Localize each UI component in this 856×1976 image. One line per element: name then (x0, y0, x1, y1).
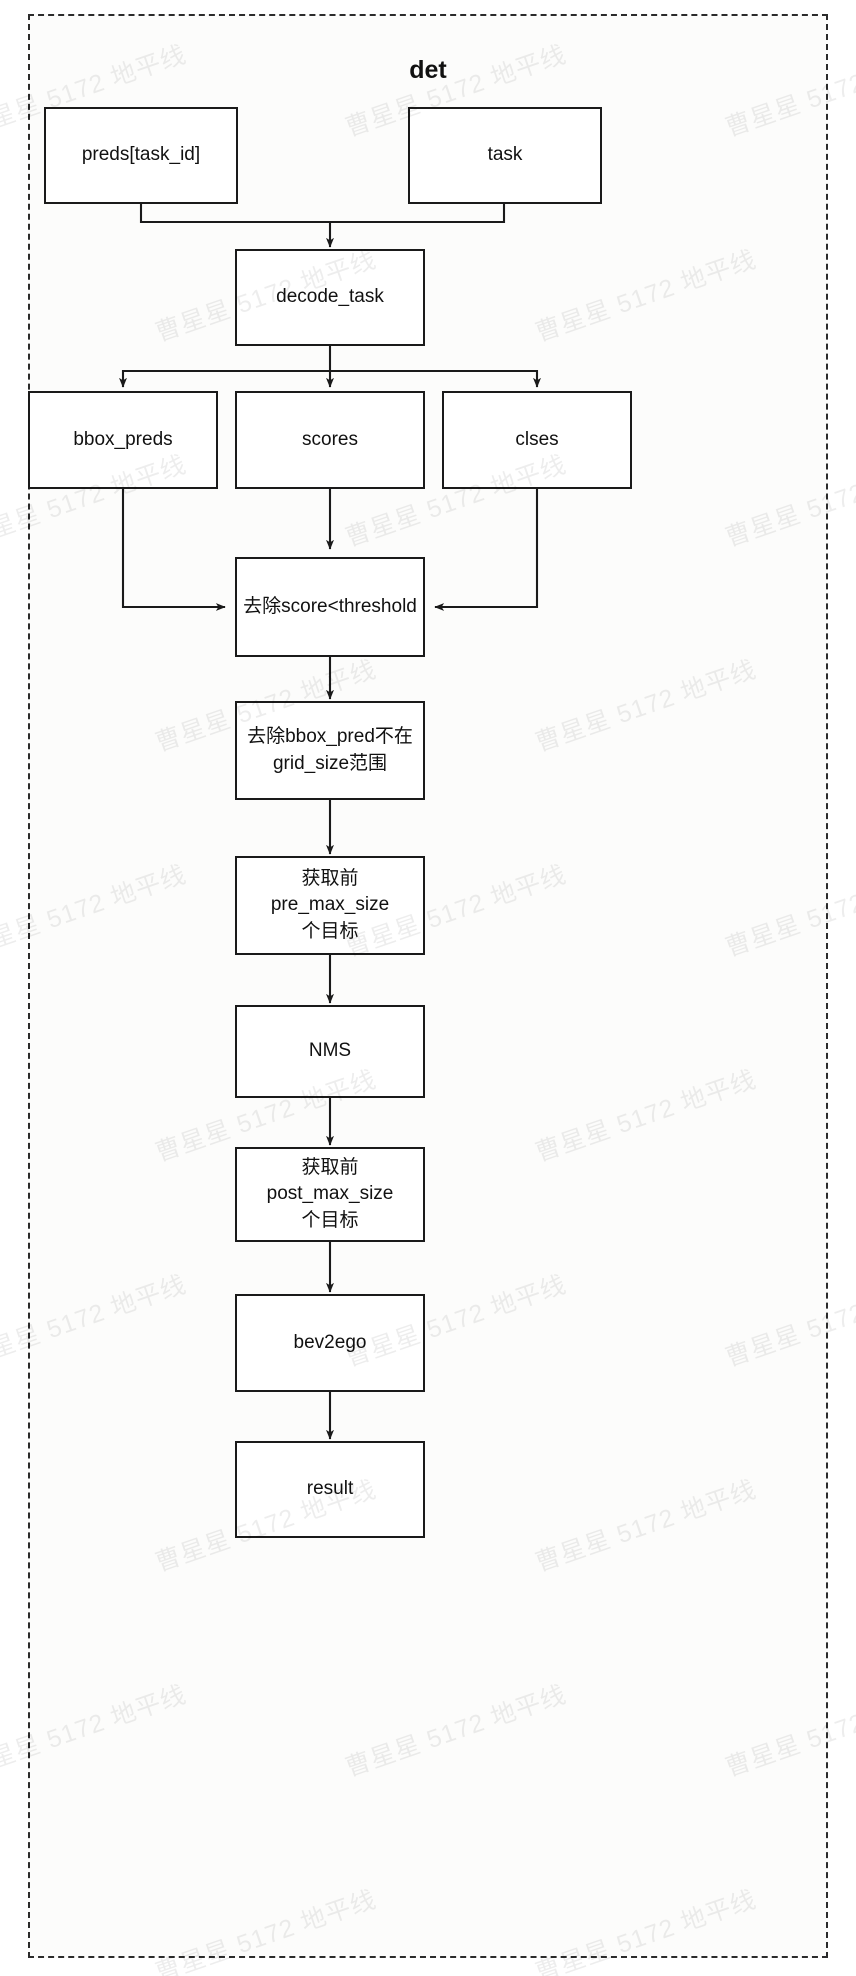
node-remove-bbox-out-of-grid-size[interactable]: 去除bbox_pred不在 grid_size范围 (235, 701, 425, 800)
node-label: NMS (308, 1040, 352, 1062)
node-result[interactable]: result (235, 1441, 425, 1538)
edge-bbox-to-threshold (121, 489, 226, 611)
node-label: 去除score<threshold (243, 595, 417, 617)
subgraph-container-det (28, 14, 828, 1958)
node-label: bbox_preds (73, 428, 173, 450)
edge-decode-to-bbox (119, 369, 330, 388)
node-preds-task-id[interactable]: preds[task_id] (44, 107, 238, 204)
node-scores[interactable]: scores (235, 391, 425, 489)
node-label: scores (302, 428, 358, 450)
node-remove-score-below-threshold[interactable]: 去除score<threshold (235, 557, 425, 657)
node-label: clses (515, 428, 559, 450)
node-nms[interactable]: NMS (235, 1005, 425, 1098)
node-label: decode_task (276, 286, 384, 308)
node-decode-task[interactable]: decode_task (235, 249, 425, 346)
node-bev2ego[interactable]: bev2ego (235, 1294, 425, 1392)
edge-task-to-decode (330, 204, 506, 224)
edge-decode-to-clses (330, 369, 541, 388)
node-label: 获取前post_max_size 个目标 (266, 1157, 394, 1231)
node-label: result (306, 1478, 354, 1500)
node-label: 去除bbox_pred不在 grid_size范围 (247, 726, 413, 774)
node-task[interactable]: task (408, 107, 602, 204)
node-bbox-preds[interactable]: bbox_preds (28, 391, 218, 489)
edge-preds-to-decode (139, 204, 330, 224)
node-take-top-post-max-size[interactable]: 获取前post_max_size 个目标 (235, 1147, 425, 1242)
node-take-top-pre-max-size[interactable]: 获取前pre_max_size 个目标 (235, 856, 425, 955)
node-clses[interactable]: clses (442, 391, 632, 489)
node-label: 获取前pre_max_size 个目标 (270, 868, 390, 942)
edge-clses-to-threshold (434, 489, 539, 611)
node-label: task (487, 144, 523, 166)
node-label: bev2ego (293, 1331, 367, 1353)
node-label: preds[task_id] (81, 144, 201, 166)
graph-title: det (409, 56, 447, 84)
